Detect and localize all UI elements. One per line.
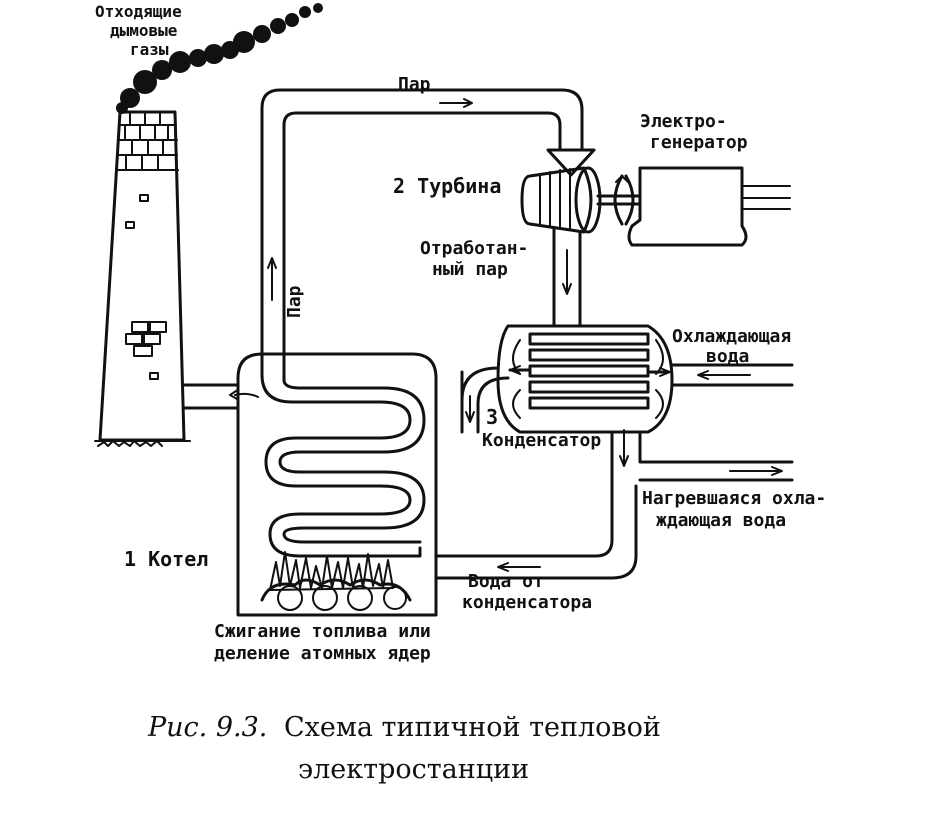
- flue-gas-label-1: Отходящие: [95, 2, 182, 21]
- cooling-water-label-1: Охлаждающая: [672, 326, 791, 347]
- boiler-coils: [260, 373, 426, 558]
- fuel-label-2: деление атомных ядер: [214, 643, 431, 664]
- flue-gas-label-3: газы: [130, 40, 169, 59]
- condenser-number: 3: [486, 405, 498, 429]
- smoke: [116, 3, 323, 114]
- generator-label-2: генератор: [650, 132, 748, 153]
- fuel-label-1: Сжигание топлива или: [214, 621, 431, 642]
- condensate-pipe: [434, 366, 638, 580]
- fire: [260, 551, 412, 611]
- turbine: [520, 166, 642, 234]
- exhaust-pipe: [552, 226, 582, 327]
- generator: [627, 166, 791, 247]
- steam-pipe: [260, 88, 596, 382]
- heated-water-label-1: Нагревшаяся охла-: [642, 488, 826, 509]
- cooling-water-label-2: вода: [706, 346, 749, 367]
- chimney: [94, 110, 191, 447]
- condensate-label-2: конденсатора: [462, 592, 592, 613]
- steam-vertical-label: Пар: [284, 285, 305, 318]
- condenser: [496, 324, 674, 434]
- svg-text:Рис. 9.3. Схема типичной: Рис. 9.3. Схема типичной тепловой: [147, 712, 661, 743]
- steam-top-label: Пар: [398, 74, 431, 95]
- exhaust-steam-label-1: Отработан-: [420, 238, 528, 259]
- heated-water-label-2: ждающая вода: [656, 510, 786, 531]
- flue-gas-label-2: дымовые: [110, 21, 177, 40]
- boiler: [182, 352, 438, 617]
- condenser-label: Конденсатор: [482, 430, 601, 451]
- boiler-label: 1 Котел: [124, 547, 208, 571]
- caption-line-2: электростанции: [298, 754, 529, 785]
- condensate-label-1: Вода от: [468, 571, 544, 592]
- cooling-water-lines: [638, 363, 794, 482]
- caption-line-1: Схема типичной тепловой: [284, 712, 661, 743]
- figure-caption: Рис. 9.3. Схема типичной тепловой электр…: [147, 712, 661, 785]
- labels: Отходящие дымовые газы Пар Пар Электро- …: [95, 2, 826, 664]
- exhaust-steam-label-2: ный пар: [432, 259, 508, 280]
- turbine-label: 2 Турбина: [393, 174, 501, 198]
- caption-prefix: Рис. 9.3.: [147, 712, 267, 743]
- generator-label-1: Электро-: [640, 111, 727, 132]
